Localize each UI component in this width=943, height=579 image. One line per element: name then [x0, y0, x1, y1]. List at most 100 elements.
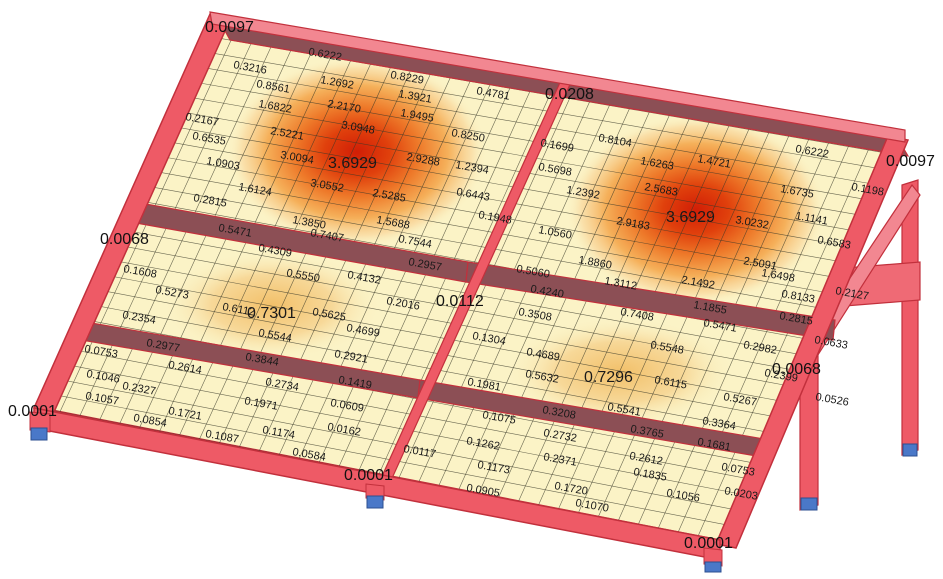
contour-value-label: 0.1070 [574, 497, 609, 515]
contour-value-label: 1.1141 [794, 210, 828, 228]
contour-value-label: 0.8561 [255, 78, 290, 96]
contour-value-label: 0.1087 [204, 428, 239, 446]
corner-value-label: 0.0001 [684, 535, 733, 552]
contour-value-label: 1.2692 [319, 74, 354, 92]
peak-value-label: 0.7296 [584, 369, 633, 386]
contour-value-label: 2.2170 [326, 98, 361, 116]
contour-value-label: 0.4689 [525, 346, 560, 364]
contour-value-label: 0.0633 [813, 334, 848, 352]
corner-value-label: 0.0001 [344, 467, 393, 484]
mesh-line [46, 392, 725, 525]
contour-value-label: 0.2815 [192, 192, 227, 210]
contour-value-label: 0.0584 [291, 446, 326, 464]
contour-value-label: 0.2371 [542, 451, 577, 469]
contour-value-label: 0.1046 [85, 368, 120, 386]
contour-value-label: 0.1056 [665, 487, 700, 505]
contour-value-label: 0.6112 [221, 301, 255, 319]
corner-value-label: 0.0001 [8, 403, 57, 420]
contour-value-label: 0.0526 [814, 391, 849, 409]
contour-value-label: 1.1855 [692, 299, 727, 317]
contour-value-label: 0.7408 [619, 306, 654, 324]
contour-value-label: 0.1304 [471, 330, 506, 348]
mesh-line [156, 155, 834, 278]
contour-value-label: 0.1198 [850, 181, 884, 199]
support-foot [800, 497, 818, 511]
contour-value-label: 0.7544 [397, 233, 432, 251]
contour-value-label: 0.1173 [476, 459, 510, 477]
peak-value-label: 3.6929 [328, 155, 377, 172]
contour-value-label: 0.2016 [385, 295, 420, 313]
contour-value-label: 0.0203 [723, 485, 758, 503]
contour-value-label: 0.5541 [606, 401, 641, 419]
contour-value-label: 0.0753 [83, 343, 118, 361]
contour-value-label: 0.4699 [345, 322, 380, 340]
support-foot [902, 443, 918, 457]
contour-value-label: 0.6222 [307, 46, 342, 64]
corner-value-label: 0.0208 [545, 86, 594, 103]
rear-leg-right [901, 179, 919, 456]
contour-value-label: 2.1492 [680, 274, 715, 292]
support-foot [366, 495, 384, 509]
mesh-line [94, 288, 773, 417]
contour-value-label: 0.8133 [780, 288, 815, 306]
contour-value-label: 0.2127 [834, 285, 869, 303]
contour-value-label: 2.5285 [371, 187, 406, 205]
contour-value-label: 0.2399 [763, 367, 798, 385]
contour-value-label: 0.2982 [742, 339, 777, 357]
mesh-line [101, 274, 780, 402]
contour-value-label: 0.1075 [481, 409, 516, 427]
peak-values: 3.6929 3.6929 0.7301 0.7296 [247, 155, 715, 386]
contour-value-label: 0.6535 [191, 130, 226, 148]
contour-value-label: 0.4781 [475, 85, 510, 103]
contour-value-label: 0.3216 [232, 59, 267, 77]
contour-value-label: 0.8229 [389, 69, 424, 87]
contour-value-label: 0.2734 [264, 376, 299, 394]
contour-value-label: 0.1681 [696, 436, 731, 454]
corner-value-label: 0.0112 [436, 293, 484, 310]
beam-upper-right [465, 261, 836, 341]
contour-value-label: 1.6822 [257, 98, 292, 116]
contour-value-label: 0.6583 [816, 234, 851, 252]
corner-value-label: 0.0068 [100, 231, 149, 248]
mesh-line [197, 66, 875, 185]
warmspot-mid-right [505, 317, 735, 427]
contour-value-label: 0.1262 [465, 435, 500, 453]
contour-value-label: 0.8104 [597, 132, 632, 150]
contour-value-label: 0.4132 [346, 269, 381, 287]
contour-value-label: 0.5267 [722, 391, 757, 409]
contour-value-label: 0.1419 [337, 374, 372, 392]
contour-value-label: 0.6222 [794, 143, 829, 161]
contour-value-label: 0.2614 [167, 359, 202, 377]
peak-value-label: 0.7301 [247, 305, 296, 322]
contour-value-label: 0.1174 [261, 424, 295, 442]
contour-value-label: 0.1699 [539, 137, 574, 155]
contour-value-label: 0.5471 [217, 222, 252, 240]
contour-value-label: 1.6124 [237, 181, 272, 199]
contour-value-label: 1.4721 [696, 153, 731, 171]
mesh-line [60, 363, 739, 494]
contour-value-label: 0.5632 [524, 368, 559, 386]
hotspot-top-left [227, 57, 487, 247]
contour-value-label: 0.3508 [517, 306, 552, 324]
contour-value-label: 0.5471 [702, 317, 737, 335]
contour-value-label: 1.9495 [399, 107, 434, 125]
outer-frame [29, 11, 910, 573]
contour-value-label: 0.3364 [701, 415, 736, 433]
contour-value-label: 0.1720 [553, 480, 588, 498]
contour-value-label: 0.6115 [653, 374, 687, 392]
contour-value-label: 0.4309 [257, 242, 292, 260]
contour-value-label: 0.3844 [244, 351, 279, 369]
contour-value-label: 0.1057 [84, 390, 119, 408]
contour-value-label: 0.1835 [632, 466, 667, 484]
contour-value-label: 0.5698 [537, 161, 572, 179]
contour-value-label: 0.0609 [329, 397, 364, 415]
mesh-line [163, 140, 841, 262]
contour-value-label: 0.3765 [629, 423, 664, 441]
contour-value-label: 1.2392 [565, 184, 600, 202]
mesh-line [204, 51, 882, 170]
contour-value-label: 0.5548 [649, 339, 684, 357]
contour-value-label: 2.9288 [405, 151, 440, 169]
